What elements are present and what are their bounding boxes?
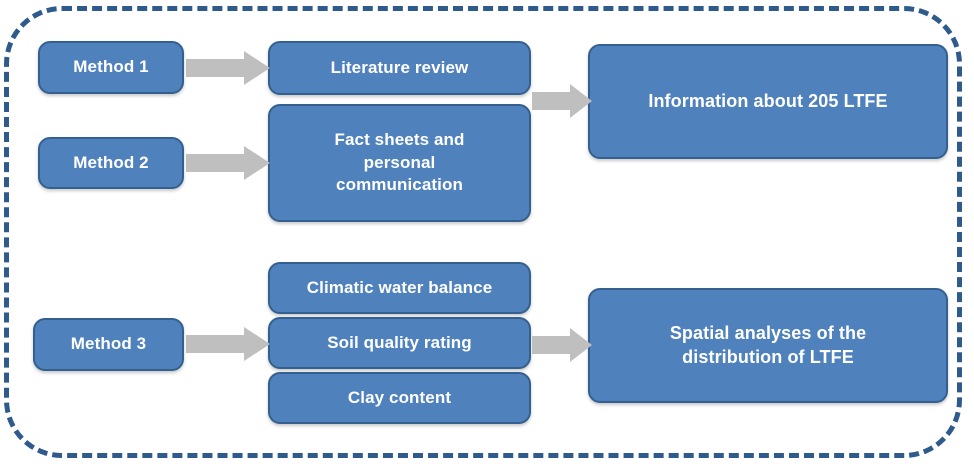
right-block-arrow-icon [186,327,270,361]
node-method-2-label: Method 2 [73,152,149,172]
node-method-2[interactable]: Method 2 [38,137,184,189]
node-method-1[interactable]: Method 1 [38,41,184,94]
right-block-arrow-icon [532,328,592,362]
node-method-3-label: Method 3 [70,334,147,354]
node-clay-content-label: Clay content [347,387,452,407]
node-information-about-ltfe[interactable]: Information about 205 LTFE [588,44,948,159]
right-block-arrow-icon [186,51,270,85]
right-block-arrow-icon [186,146,270,180]
node-literature-review[interactable]: Literature review [268,41,531,95]
node-fact-sheets[interactable]: Fact sheets and personal communication [268,104,531,222]
node-climatic-water-balance-label: Climatic water balance [306,277,493,297]
node-soil-quality-rating[interactable]: Soil quality rating [268,317,531,369]
right-block-arrow-icon [532,84,592,118]
node-information-about-ltfe-label: Information about 205 LTFE [648,90,888,111]
node-soil-quality-rating-label: Soil quality rating [327,332,472,352]
node-fact-sheets-label: Fact sheets and personal communication [334,130,465,195]
node-climatic-water-balance[interactable]: Climatic water balance [268,262,531,314]
node-literature-review-label: Literature review [330,57,469,77]
node-spatial-analyses-label: Spatial analyses of the distribution of … [669,322,867,367]
node-method-3[interactable]: Method 3 [33,318,184,371]
node-clay-content[interactable]: Clay content [268,372,531,424]
node-spatial-analyses[interactable]: Spatial analyses of the distribution of … [588,288,948,403]
node-method-1-label: Method 1 [73,57,149,77]
